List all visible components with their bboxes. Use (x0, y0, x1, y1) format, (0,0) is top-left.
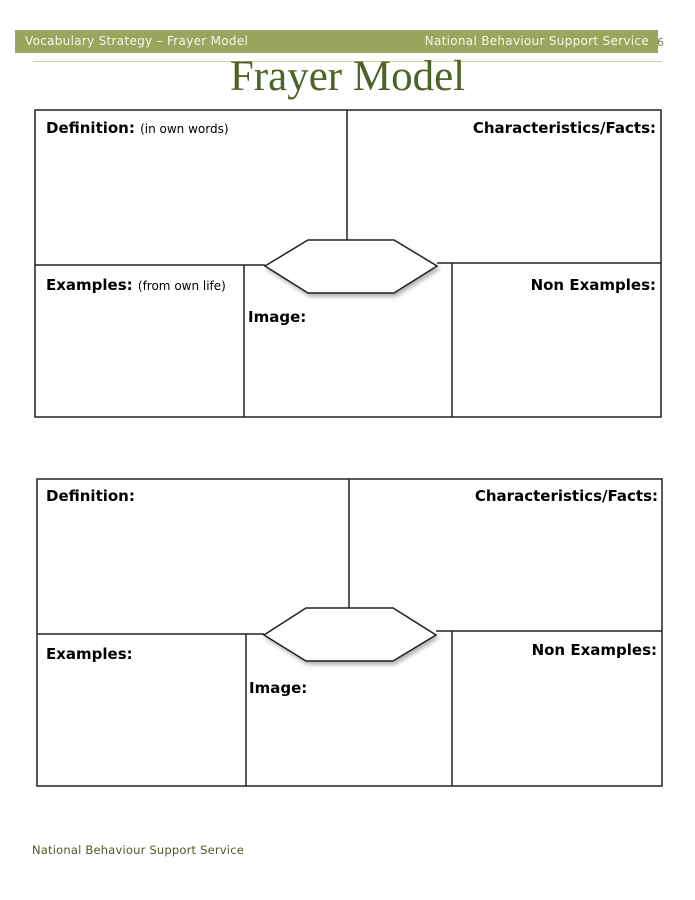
header-organization: National Behaviour Support Service (424, 34, 649, 48)
examples-hint: (from own life) (137, 279, 226, 293)
page-title: Frayer Model (229, 53, 466, 100)
non-examples-label: Non Examples: (531, 641, 657, 659)
center-word-hexagon (262, 607, 438, 662)
definition-hint: (in own words) (140, 122, 229, 136)
footer-organization: National Behaviour Support Service (32, 843, 245, 857)
page-number: 6 (657, 36, 664, 49)
characteristics-label: Characteristics/Facts: (472, 119, 656, 137)
image-label: Image: (249, 679, 308, 697)
non-examples-label: Non Examples: (530, 276, 656, 294)
definition-label: Definition: (46, 487, 135, 505)
header-band: Vocabulary Strategy – Frayer Model Natio… (15, 30, 658, 53)
header-rule (33, 61, 662, 62)
characteristics-label: Characteristics/Facts: (474, 487, 658, 505)
examples-label: Examples: (46, 645, 133, 663)
definition-heading: Definition: (46, 119, 135, 137)
image-label: Image: (248, 308, 307, 326)
examples-heading: Examples: (46, 276, 133, 294)
header-document-title: Vocabulary Strategy – Frayer Model (25, 34, 249, 48)
examples-heading: Examples: (46, 645, 133, 663)
center-word-hexagon (263, 239, 439, 294)
definition-heading: Definition: (46, 487, 135, 505)
examples-label: Examples: (from own life) (46, 276, 226, 294)
definition-label: Definition: (in own words) (46, 119, 229, 137)
